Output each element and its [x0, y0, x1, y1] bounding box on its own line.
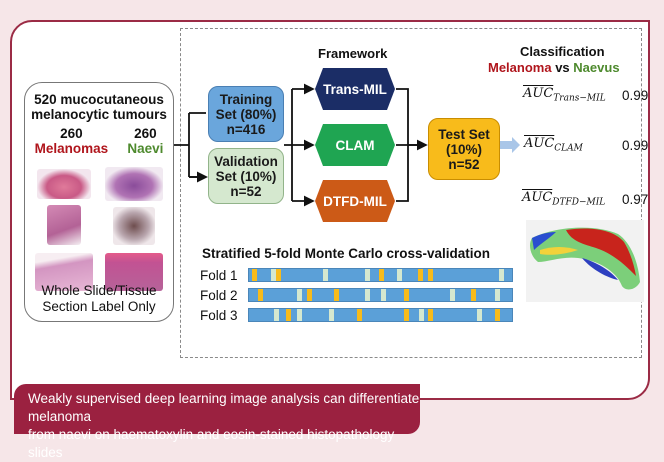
- class-naevus: Naevus: [573, 60, 620, 75]
- validation-split-segment: [419, 309, 424, 321]
- naevus-slide-3: [105, 253, 163, 291]
- validation-line2: Set (10%): [215, 168, 277, 184]
- naevi-label: Naevi: [127, 141, 164, 156]
- fold-row: Fold 2: [200, 287, 513, 303]
- validation-split-segment: [297, 289, 302, 301]
- auc-dtfd-label: AUCDTFD−MIL: [522, 190, 605, 208]
- cv-title: Stratified 5-fold Monte Carlo cross-vali…: [202, 246, 491, 261]
- test-split-segment: [404, 289, 409, 301]
- validation-split-segment: [450, 289, 455, 301]
- auc-transmil-value: 0.99: [622, 88, 649, 103]
- validation-split-segment: [271, 269, 276, 281]
- training-line1: Training: [219, 91, 273, 107]
- naevus-slide-2: [113, 207, 155, 245]
- training-line2: Set (80%): [215, 106, 277, 122]
- summary-line1: Weakly supervised deep learning image an…: [28, 391, 420, 424]
- connector-lines: [174, 83, 520, 207]
- class-melanoma: Melanoma: [488, 60, 552, 75]
- test-line2: (10%): [445, 141, 482, 157]
- cohort-title-line2: melanocytic tumours: [31, 107, 167, 122]
- validation-split-segment: [365, 289, 370, 301]
- melanoma-slide-3: [35, 253, 93, 291]
- attention-heatmap: [526, 220, 644, 302]
- auc-clam-label: AUCCLAM: [524, 136, 583, 154]
- test-to-results-arrow: [500, 137, 520, 153]
- auc-dtfd-value: 0.97: [622, 192, 649, 207]
- cohort-box: 520 mucocutaneous melanocytic tumours 26…: [24, 82, 174, 322]
- test-set-box: Test Set(10%)n=52: [428, 118, 500, 180]
- pipeline-region: [180, 28, 642, 358]
- auc-clam-value: 0.99: [622, 138, 649, 153]
- test-split-segment: [357, 309, 362, 321]
- test-line3: n=52: [448, 156, 480, 172]
- validation-split-segment: [381, 289, 386, 301]
- auc-transmil-label: AUCTrans−MIL: [523, 86, 606, 104]
- test-split-segment: [379, 269, 384, 281]
- validation-split-segment: [499, 269, 504, 281]
- validation-line1: Validation: [214, 153, 278, 169]
- fold-label: Fold 1: [200, 267, 238, 283]
- training-line3: n=416: [226, 121, 266, 137]
- cohort-split-arrow: [174, 112, 206, 177]
- validation-split-segment: [495, 289, 500, 301]
- fold-row: Fold 1: [200, 267, 513, 283]
- summary-banner: Weakly supervised deep learning image an…: [14, 384, 420, 460]
- fold-bar: [248, 288, 513, 302]
- validation-split-segment: [323, 269, 328, 281]
- cohort-footer-line2: Section Label Only: [42, 299, 156, 314]
- naevi-count: 260: [134, 126, 157, 141]
- validation-split-segment: [274, 309, 279, 321]
- test-split-segment: [428, 269, 433, 281]
- melanoma-slide-1: [37, 169, 91, 199]
- fold-label: Fold 2: [200, 287, 238, 303]
- melanoma-count: 260: [60, 126, 83, 141]
- cohort-title-line1: 520 mucocutaneous: [34, 92, 164, 107]
- model-trans-mil: Trans-MIL: [315, 68, 395, 110]
- classification-title: Classification: [520, 44, 605, 59]
- fold-row: Fold 3: [200, 307, 513, 323]
- naevus-slide-1: [105, 167, 163, 201]
- cohort-title: 520 mucocutaneous melanocytic tumours: [25, 92, 173, 122]
- test-split-segment: [495, 309, 500, 321]
- framework-title: Framework: [318, 46, 388, 61]
- validation-split-segment: [365, 269, 370, 281]
- auc-metric: AUC: [523, 86, 554, 101]
- validation-split-segment: [329, 309, 334, 321]
- validation-split-segment: [397, 269, 402, 281]
- auc-metric: AUC: [524, 136, 555, 151]
- test-split-segment: [276, 269, 281, 281]
- test-split-segment: [428, 309, 433, 321]
- split-to-framework-line: [284, 89, 293, 201]
- test-split-segment: [258, 289, 263, 301]
- test-split-segment: [418, 269, 423, 281]
- test-split-segment: [334, 289, 339, 301]
- auc-metric: AUC: [522, 190, 553, 205]
- auc-model: DTFD−MIL: [552, 197, 606, 208]
- melanoma-label: Melanomas: [34, 141, 109, 156]
- auc-model: Trans−MIL: [553, 93, 606, 104]
- test-split-segment: [307, 289, 312, 301]
- test-split-segment: [252, 269, 257, 281]
- validation-split-segment: [477, 309, 482, 321]
- test-split-segment: [286, 309, 291, 321]
- auc-model: CLAM: [554, 143, 583, 154]
- summary-line2: from naevi on haematoxylin and eosin-sta…: [28, 427, 395, 460]
- validation-split-segment: [297, 309, 302, 321]
- melanoma-slide-2: [47, 205, 81, 245]
- fold-label: Fold 3: [200, 307, 238, 323]
- fold-bar: [248, 308, 513, 322]
- cohort-footer: Whole Slide/Tissue Section Label Only: [25, 283, 173, 315]
- test-split-segment: [471, 289, 476, 301]
- model-dtfd-mil: DTFD-MIL: [315, 180, 395, 222]
- validation-line3: n=52: [230, 183, 262, 199]
- cohort-footer-line1: Whole Slide/Tissue: [41, 283, 157, 298]
- class-vs: vs: [555, 60, 570, 75]
- model-clam: CLAM: [315, 124, 395, 166]
- classification-classes: Melanoma vs Naevus: [488, 60, 620, 75]
- test-line1: Test Set: [438, 126, 490, 142]
- test-split-segment: [404, 309, 409, 321]
- fold-bar: [248, 268, 513, 282]
